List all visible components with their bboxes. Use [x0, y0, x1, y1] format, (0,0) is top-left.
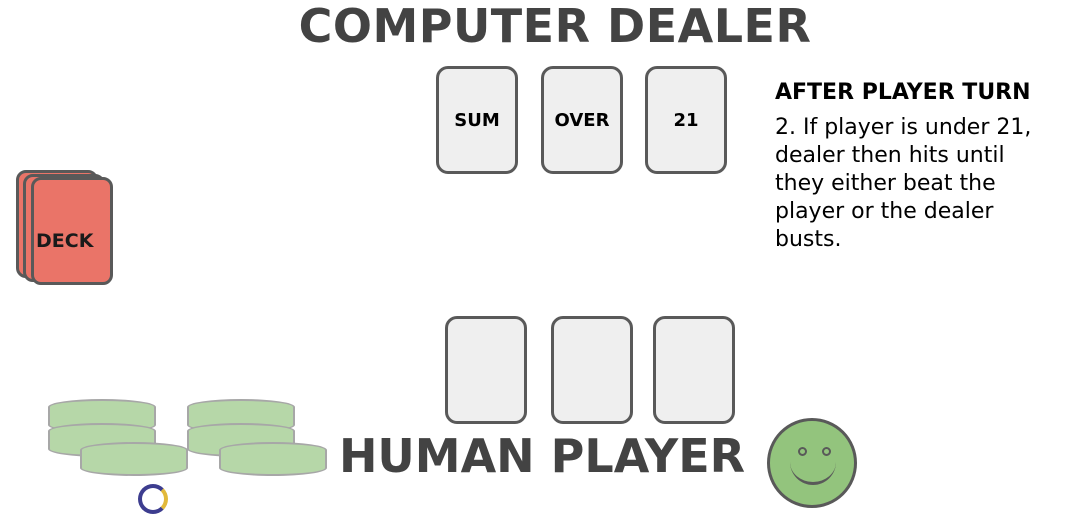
dealer-card-label: SUM [454, 109, 500, 131]
player-card-2 [551, 316, 633, 424]
deck-card-top [31, 177, 113, 285]
deck-label: DECK [36, 230, 94, 252]
player-card-3 [653, 316, 735, 424]
info-body: 2. If player is under 21, dealer then hi… [775, 115, 1032, 252]
eye [822, 447, 831, 456]
player-card-1 [445, 316, 527, 424]
logo-icon [138, 484, 168, 514]
dealer-title: COMPUTER DEALER [298, 0, 812, 53]
dealer-card-2: OVER [541, 66, 623, 174]
info-heading: AFTER PLAYER TURN [775, 80, 1031, 105]
player-title: HUMAN PLAYER [338, 429, 746, 483]
dealer-card-1: SUM [436, 66, 518, 174]
eye [798, 447, 807, 456]
chip [219, 442, 327, 476]
dealer-card-3: 21 [645, 66, 727, 174]
smiley-face-icon [767, 418, 857, 508]
dealer-card-label: OVER [554, 109, 610, 131]
mouth [790, 457, 836, 485]
dealer-card-label: 21 [673, 109, 699, 131]
chip [80, 442, 188, 476]
